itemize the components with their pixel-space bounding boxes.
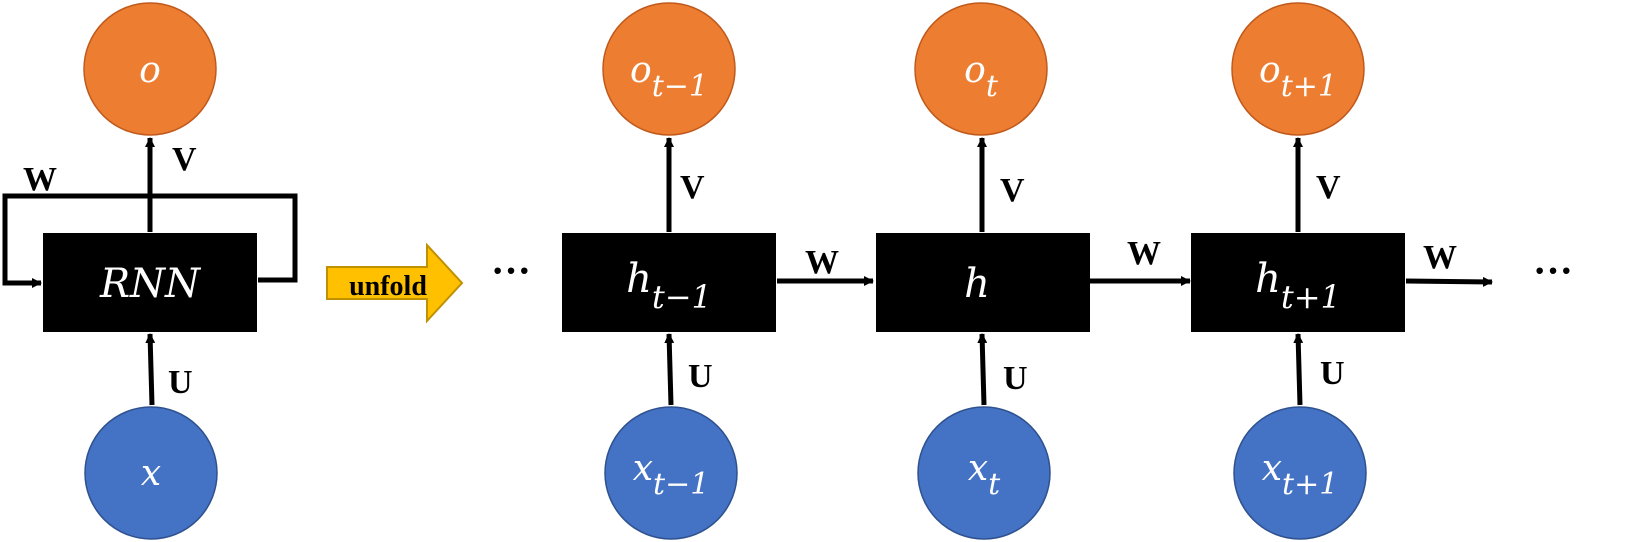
step-t-plus-1: V U W ot+1 ht+1 xt+1 [1191, 2, 1493, 540]
output-node [914, 2, 1048, 136]
edge-label-w: W [805, 244, 839, 281]
edge-label-v: V [172, 141, 197, 178]
step-t-minus-1: V U W ot−1 ht−1 xt−1 [562, 2, 874, 540]
ellipsis-left: ··· [491, 248, 531, 293]
edge-label-u: U [168, 364, 193, 401]
ellipsis-right: ··· [1533, 248, 1573, 293]
output-node-label: ot+1 [1259, 50, 1337, 104]
input-node [84, 406, 218, 540]
edge-u [664, 333, 675, 406]
hidden-cell-label: h [964, 261, 990, 307]
edge-label-v: V [1000, 172, 1025, 209]
output-node-label: o [139, 50, 161, 91]
input-node-label: xt+1 [1262, 448, 1339, 502]
input-node-label: xt−1 [633, 448, 710, 502]
output-node-label: ot [964, 50, 999, 104]
edge-w [1405, 276, 1493, 287]
hidden-cell-label: ht−1 [626, 256, 712, 316]
edge-label-w: W [23, 161, 57, 198]
hidden-cell [1191, 233, 1405, 332]
hidden-cell-label: ht+1 [1255, 256, 1341, 316]
output-node [602, 2, 736, 136]
edge-label-u: U [1003, 360, 1028, 397]
edge-u [145, 333, 156, 406]
hidden-cell [876, 233, 1090, 332]
output-node-label: ot−1 [630, 50, 708, 104]
edge-u [1293, 333, 1304, 406]
folded-rnn: W V U o RNN x [2, 2, 298, 540]
output-node [83, 2, 217, 136]
edge-label-v: V [680, 169, 705, 206]
rnn-cell-label: RNN [99, 261, 202, 307]
input-node-label: x [141, 453, 161, 494]
hidden-cell [562, 233, 776, 332]
edge-label-w: W [1127, 235, 1161, 272]
output-node [1231, 2, 1365, 136]
edge-label-u: U [688, 358, 713, 395]
unfold-arrow: unfold [326, 242, 464, 324]
edge-label-w: W [1423, 239, 1457, 276]
input-node [604, 406, 738, 540]
edge-label-u: U [1320, 355, 1345, 392]
input-node-label: xt [968, 448, 1001, 502]
step-t: V U W ot h xt [876, 2, 1191, 540]
unfold-label: unfold [349, 271, 427, 302]
input-node [917, 406, 1051, 540]
input-node [1233, 406, 1367, 540]
edge-u [977, 333, 988, 406]
edge-label-v: V [1316, 169, 1341, 206]
rnn-cell [43, 233, 257, 332]
